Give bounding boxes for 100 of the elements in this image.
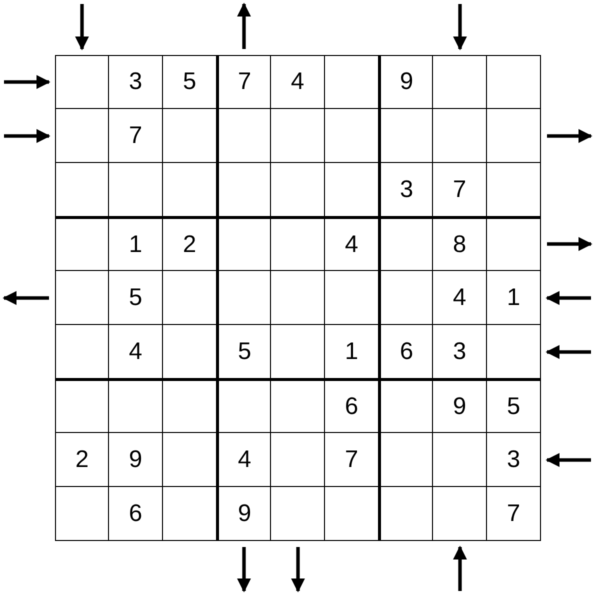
grid-cell [325,433,379,487]
digit: 6 [128,502,142,526]
grid-cell [163,433,217,487]
digit: 3 [452,340,466,364]
digit: 9 [238,502,252,526]
grid-cell [487,487,541,541]
digit: 3 [128,70,142,94]
grid-cell [487,163,541,217]
arrow [547,129,592,143]
grid-cell [433,433,487,487]
digit: 3 [506,448,520,472]
digit: 5 [128,286,142,310]
grid-cell [433,379,487,433]
grid-cell [271,487,325,541]
grid-cell [379,325,433,379]
grid-cell [271,55,325,109]
arrow [75,4,89,50]
arrow [291,547,305,592]
grid-cell [487,217,541,271]
grid-cell [163,325,217,379]
grid-cell [487,379,541,433]
grid-cell [109,217,163,271]
grid-cell [217,433,271,487]
digit: 4 [290,70,304,94]
digit: 7 [238,70,252,94]
digit: 1 [506,286,520,310]
grid-cell [271,109,325,163]
grid-cell [487,109,541,163]
grid-cell [487,433,541,487]
grid-cell [217,487,271,541]
grid-cell [109,109,163,163]
digit: 4 [128,340,142,364]
grid-cell [163,271,217,325]
grid-cell [217,271,271,325]
grid-cell [271,163,325,217]
grid-cell [487,55,541,109]
grid-cell [109,379,163,433]
grid-cell [379,433,433,487]
grid-cell [379,55,433,109]
grid-cell [55,379,109,433]
grid-cell [163,163,217,217]
arrow [547,237,592,251]
grid-cell [217,163,271,217]
grid-cell [163,379,217,433]
grid-cell [109,55,163,109]
digit: 8 [452,232,466,256]
grid-cell [217,325,271,379]
grid-cell [271,433,325,487]
grid-cell [379,109,433,163]
digit: 7 [128,124,142,148]
grid-cell [163,55,217,109]
grid-cell [379,163,433,217]
digit: 1 [128,232,142,256]
digit: 7 [452,178,466,202]
digit: 5 [238,340,252,364]
grid-cell [325,379,379,433]
digit: 2 [182,232,196,256]
grid-cell [379,271,433,325]
arrow [546,291,591,305]
grid-cell [325,109,379,163]
grid-cell [217,217,271,271]
grid-cell [217,109,271,163]
grid-cell [109,325,163,379]
grid-cell [271,379,325,433]
digit: 6 [400,340,414,364]
digit: 9 [452,394,466,418]
grid-cell [325,55,379,109]
arrow [453,546,467,591]
digit: 7 [344,448,358,472]
grid-cell [433,487,487,541]
digit: 4 [344,232,358,256]
digit: 9 [128,448,142,472]
digit: 1 [344,340,358,364]
grid-cell [379,487,433,541]
arrow [546,453,591,467]
grid-cell [109,271,163,325]
grid-cell [325,163,379,217]
grid-cell [487,271,541,325]
arrow [4,129,50,143]
grid-cell [55,217,109,271]
grid-cell [217,55,271,109]
grid-cell [271,325,325,379]
grid-cell [433,55,487,109]
grid-cell [109,433,163,487]
arrow [453,4,467,50]
grid-cell [379,379,433,433]
grid-cell [55,433,109,487]
arrow [2,291,49,305]
grid-cell [325,325,379,379]
grid-cell [433,163,487,217]
grid-cell [271,217,325,271]
grid-cell [433,217,487,271]
digit: 5 [506,394,520,418]
arrow [237,547,251,592]
digit: 4 [452,286,466,310]
grid-cell [55,109,109,163]
arrow [237,2,251,49]
arrow [4,75,50,89]
grid-cell [55,55,109,109]
digit: 2 [75,448,89,472]
